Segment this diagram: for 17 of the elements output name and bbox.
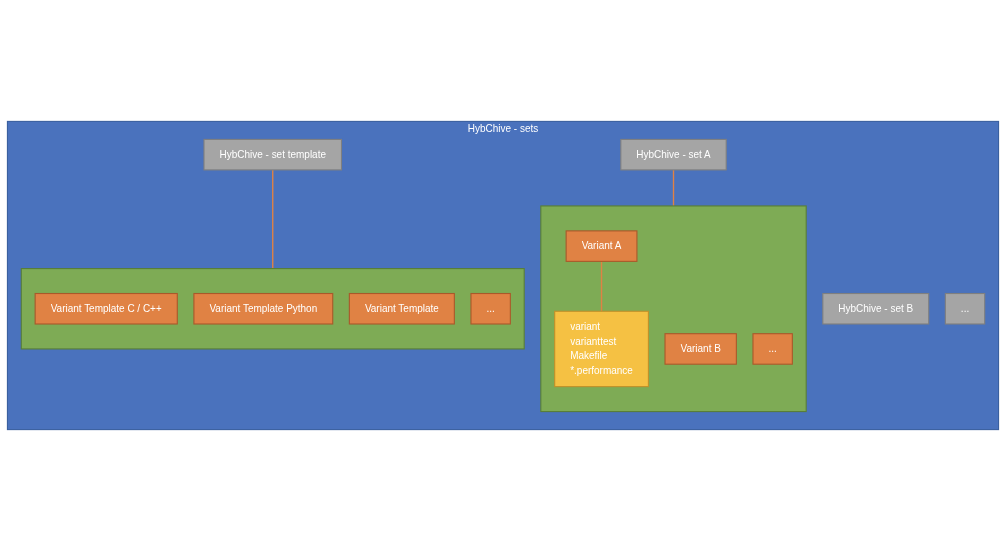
- node-box: ...: [944, 292, 985, 325]
- connector: [600, 260, 602, 312]
- node-box: HybChive - set template: [202, 138, 342, 170]
- node-box: HybChive - set A: [619, 138, 727, 170]
- node-box: Variant B: [663, 332, 737, 365]
- node-box: ...: [751, 332, 793, 365]
- node-box: Variant Template Python: [192, 292, 333, 325]
- cluster: [20, 267, 525, 349]
- cluster: [539, 204, 807, 412]
- connector: [672, 168, 674, 207]
- node-box: HybChive - set B: [821, 292, 929, 325]
- connector: [271, 168, 273, 269]
- node-box: ...: [469, 292, 511, 325]
- node-box: Variant Template C / C++: [34, 292, 178, 325]
- node-box: variant varianttest Makefile *.performance: [553, 310, 649, 387]
- node-box: Variant Template: [348, 292, 455, 325]
- node-box: Variant A: [565, 229, 637, 262]
